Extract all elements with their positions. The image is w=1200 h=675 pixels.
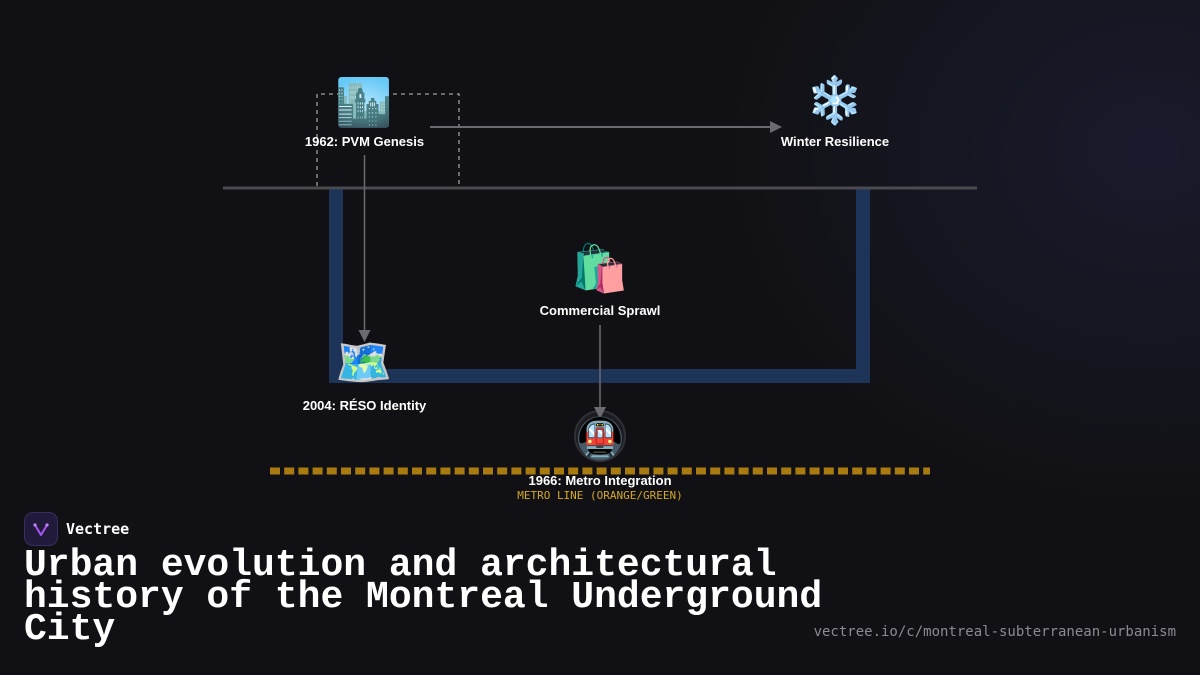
vectree-logo-icon [24,512,58,546]
node-label-winter: Winter Resilience [781,134,889,149]
node-label-metro: 1966: Metro Integration [528,473,671,488]
node-pvm-genesis: 🏙️ 1962: PVM Genesis [305,75,424,149]
snowflake-icon: ❄️ [806,73,863,127]
node-label-reso: 2004: RÉSO Identity [303,398,427,413]
node-metro-integration: 🚇 1966: Metro Integration METRO LINE (OR… [517,415,683,502]
brand-name: Vectree [66,520,130,538]
node-winter-resilience: ❄️ Winter Resilience [781,73,889,149]
node-sublabel-metro: METRO LINE (ORANGE/GREEN) [517,489,683,502]
node-reso-identity: 🗺️ 2004: RÉSO Identity [303,335,427,413]
pvm-building-outline [316,93,460,186]
page-title: Urban evolution and architectural histor… [24,544,823,651]
shopping-bags-icon: 🛍️ [571,241,628,295]
source-url: vectree.io/c/montreal-subterranean-urban… [813,624,1176,640]
cityscape-icon: 🏙️ [335,75,392,129]
node-commercial-sprawl: 🛍️ Commercial Sprawl [540,241,661,318]
node-label-commercial: Commercial Sprawl [540,303,661,318]
world-map-icon: 🗺️ [335,335,392,389]
node-label-pvm: 1962: PVM Genesis [305,134,424,149]
brand: Vectree [24,512,129,546]
metro-train-icon: 🚇 [575,415,625,462]
